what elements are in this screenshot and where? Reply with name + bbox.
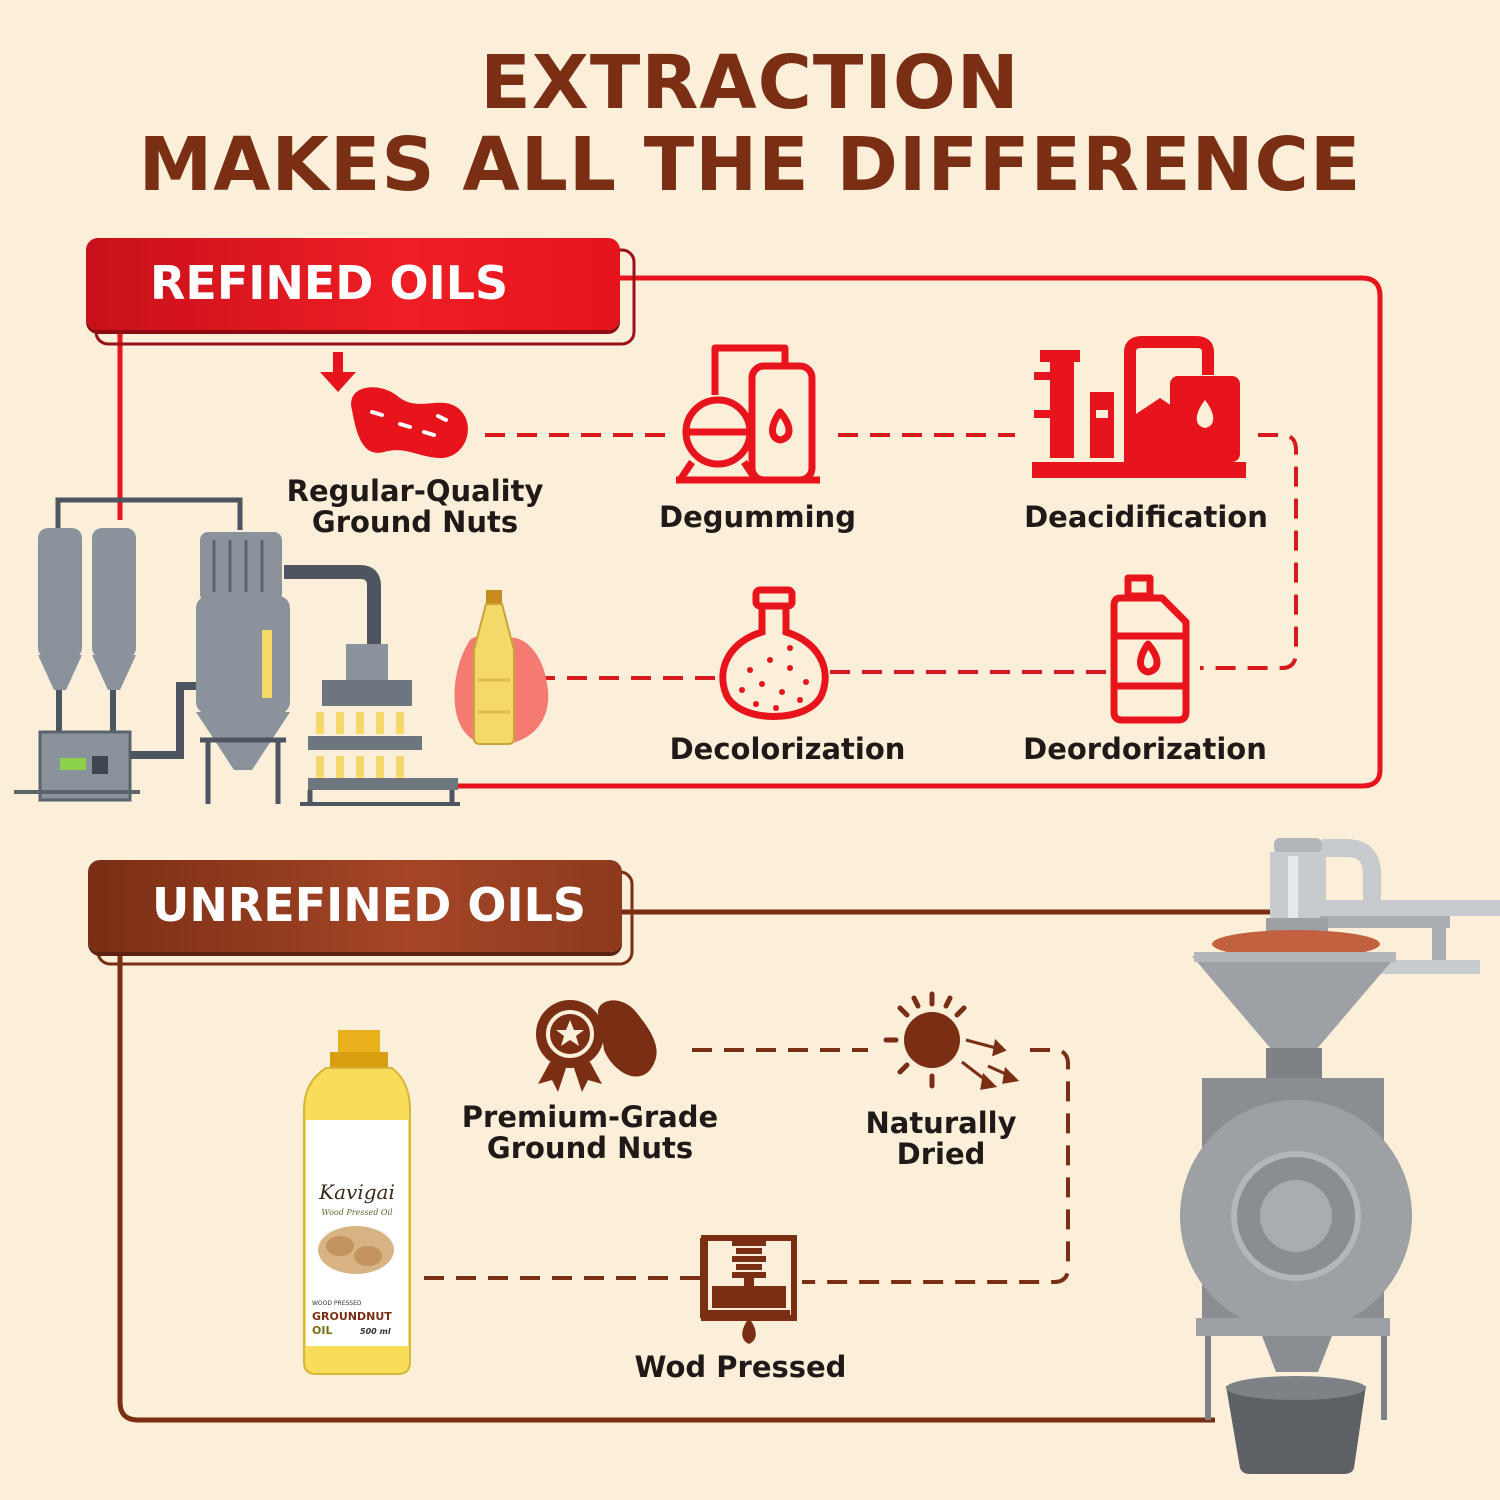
page-title-line-2: MAKES ALL THE DIFFERENCE — [138, 122, 1362, 208]
step-regular-nuts-line-2: Ground Nuts — [311, 505, 519, 539]
refined-oils-badge: REFINED OILS — [86, 238, 620, 330]
unrefined-frame — [96, 870, 1383, 1423]
step-deordorization-label: Deordorization — [1023, 732, 1267, 766]
step-naturally-dried-line-2: Dried — [896, 1137, 986, 1171]
unrefined-oils-badge: UNREFINED OILS — [88, 860, 622, 952]
step-naturally-dried-line-1: Naturally — [865, 1106, 1017, 1140]
unrefined-connectors — [414, 1048, 1070, 1284]
sun-icon — [883, 991, 1020, 1090]
product-volume: 500 ml — [360, 1327, 391, 1336]
step-regular-nuts-line-1: Regular-Quality — [286, 474, 544, 508]
wood-press-icon — [700, 1235, 797, 1344]
down-arrow-icon — [320, 352, 356, 392]
product-line-3: OIL — [312, 1324, 333, 1337]
peanut-icon — [351, 387, 468, 459]
oil-mill-machine-icon — [1180, 838, 1500, 1474]
step-premium-nuts-label: Premium-Grade Ground Nuts — [445, 1102, 735, 1164]
refinery-machine-icon — [14, 497, 460, 806]
step-naturally-dried-label: Naturally Dried — [850, 1108, 1032, 1170]
product-line-1: WOOD PRESSED — [312, 1300, 362, 1307]
step-regular-nuts-label: Regular-Quality Ground Nuts — [270, 476, 560, 538]
deordorization-icon — [1110, 574, 1190, 724]
step-degumming-label: Degumming — [659, 500, 856, 534]
step-decolorization-label: Decolorization — [669, 732, 906, 766]
award-peanut-icon — [536, 1000, 657, 1092]
degumming-icon — [676, 344, 820, 484]
product-subtitle: Wood Pressed Oil — [321, 1208, 393, 1217]
step-premium-nuts-line-2: Ground Nuts — [486, 1131, 694, 1165]
oil-bottle-icon — [454, 590, 549, 745]
product-bottle-icon — [303, 1030, 411, 1375]
product-line-2: GROUNDNUT — [312, 1310, 392, 1323]
step-wood-pressed-label: Wod Pressed — [634, 1350, 847, 1384]
product-brand: Kavigai — [319, 1180, 395, 1204]
page-title-line-1: EXTRACTION — [480, 40, 1020, 126]
refined-connectors — [485, 433, 1298, 680]
deacidification-icon — [1032, 336, 1246, 478]
step-premium-nuts-line-1: Premium-Grade — [461, 1100, 719, 1134]
step-deacidification-label: Deacidification — [1024, 500, 1268, 534]
decolorization-icon — [719, 586, 829, 720]
